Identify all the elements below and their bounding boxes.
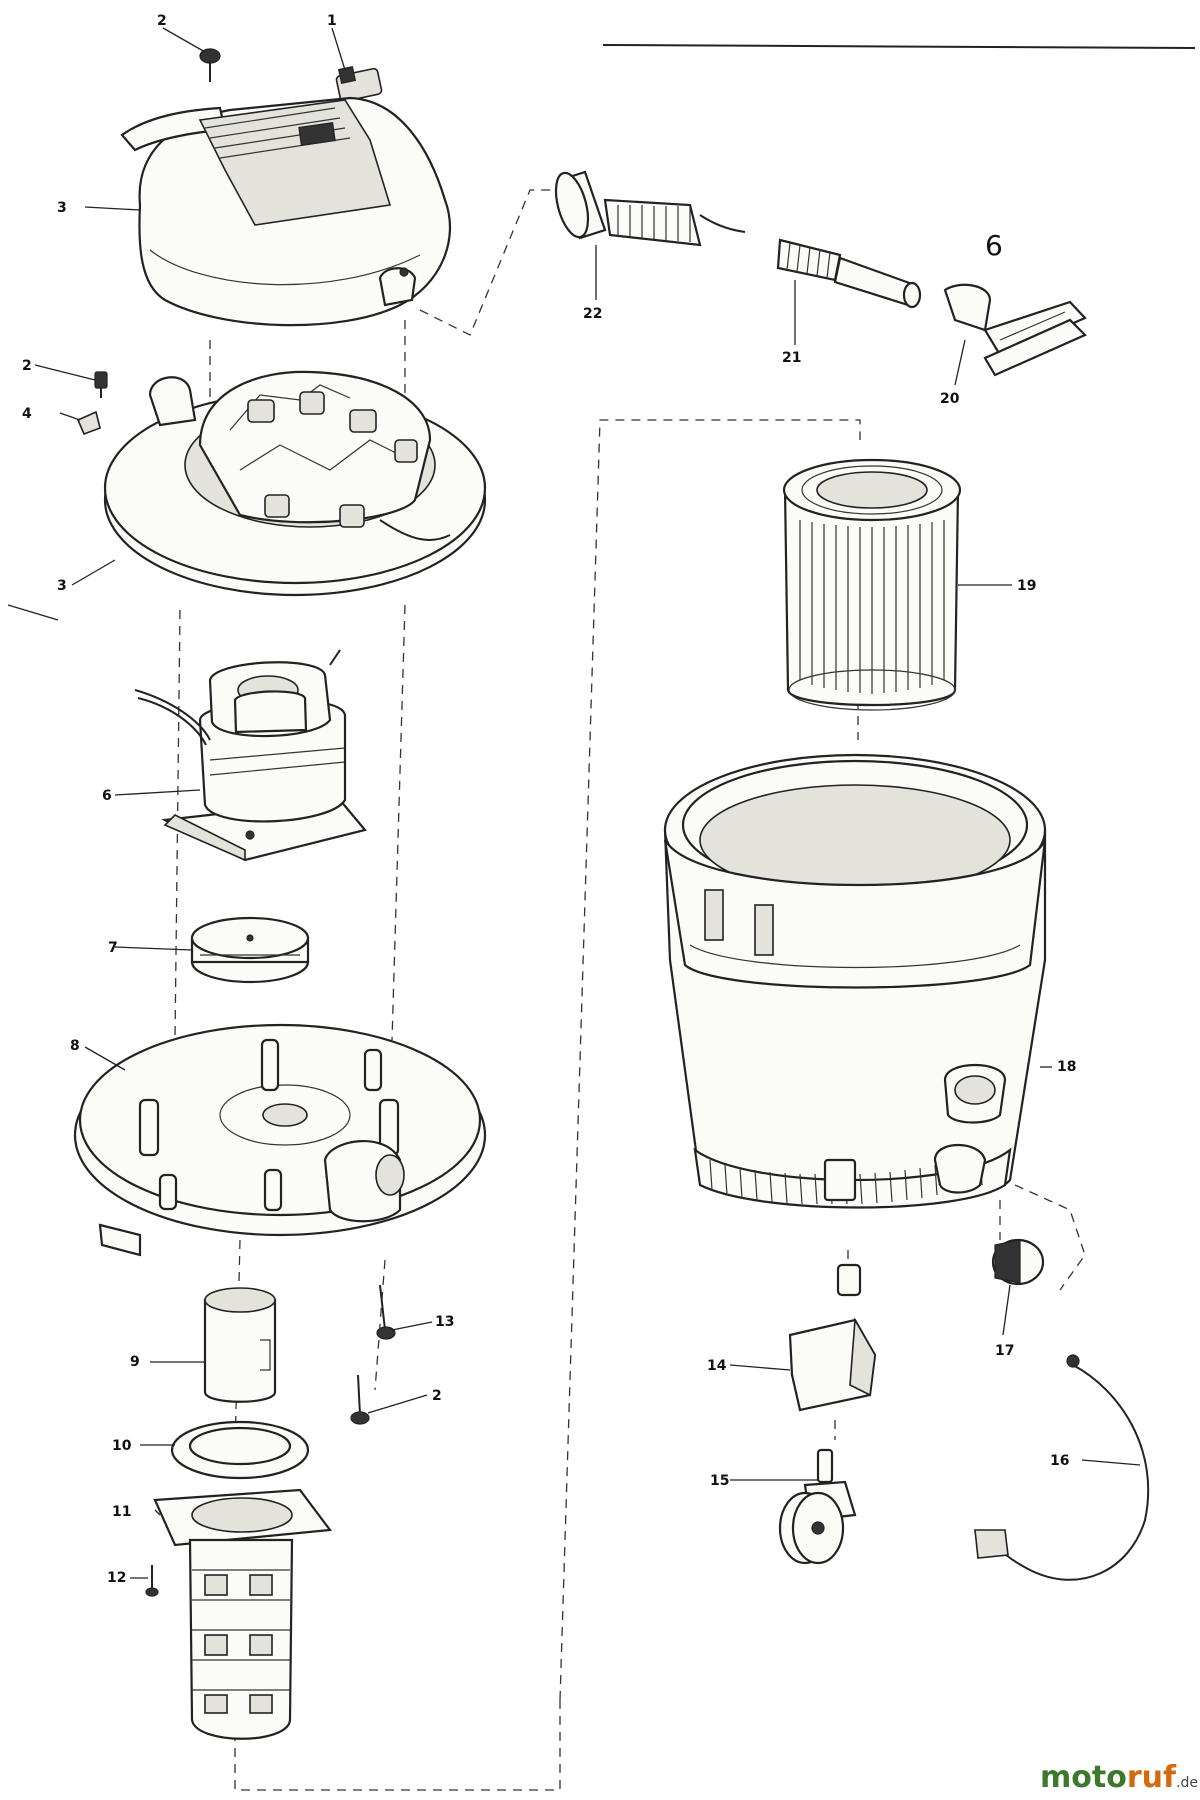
part-drain-cap — [991, 1238, 1045, 1286]
part-clip — [76, 410, 101, 436]
callout-15: 15 — [710, 1473, 729, 1489]
callout-20: 20 — [940, 391, 960, 407]
part-screw-bottom — [350, 1374, 370, 1425]
part-cartridge-filter — [782, 458, 962, 711]
part-motor-plate — [73, 1023, 487, 1257]
callout-3-top: 3 — [57, 200, 67, 216]
part-screw-top — [199, 48, 221, 82]
callout-12: 12 — [107, 1570, 126, 1586]
part-gasket — [170, 1420, 310, 1480]
part-extension-tube — [776, 238, 922, 309]
callout-labels: 2 1 3 2 4 3 6 7 8 9 13 2 10 11 12 22 21 … — [22, 13, 1076, 1586]
watermark-part-b: ruf — [1127, 1760, 1177, 1795]
part-hose — [554, 170, 746, 247]
callout-16: 16 — [1050, 1453, 1069, 1469]
header-rule — [602, 44, 1196, 49]
callout-1: 1 — [327, 13, 337, 29]
part-cage-plate — [153, 1488, 333, 1547]
part-power-cord — [974, 1354, 1150, 1581]
part-drum — [663, 753, 1047, 1209]
watermark-part-a: moto — [1040, 1760, 1127, 1795]
part-motor-cover — [120, 96, 452, 327]
plate-posts — [138, 1038, 400, 1212]
part-filter-cage — [188, 1538, 294, 1740]
part-caster-bracket — [788, 1263, 877, 1412]
watermark-logo: motoruf.de — [1040, 1760, 1198, 1795]
callout-17: 17 — [995, 1343, 1014, 1359]
part-motor — [134, 649, 367, 862]
part-floor-nozzle — [943, 283, 1087, 377]
callout-9: 9 — [130, 1354, 140, 1370]
callout-11: 11 — [112, 1504, 131, 1520]
callout-2-top: 2 — [157, 13, 167, 29]
callout-14: 14 — [707, 1358, 727, 1374]
svg-text:motoruf.de: motoruf.de — [1040, 1760, 1198, 1795]
part-screw-13 — [376, 1284, 396, 1340]
callout-8: 8 — [70, 1038, 80, 1054]
callout-4: 4 — [22, 406, 32, 422]
callout-6: 6 — [102, 788, 112, 804]
callout-2-mid: 2 — [22, 358, 32, 374]
callout-7: 7 — [108, 940, 118, 956]
part-sleeve — [203, 1287, 277, 1403]
part-screw-mid — [94, 371, 108, 398]
part-caster — [778, 1448, 857, 1565]
part-switch — [335, 65, 383, 103]
callout-18: 18 — [1057, 1059, 1076, 1075]
callout-2-bottom: 2 — [432, 1388, 442, 1404]
watermark-suffix: .de — [1176, 1775, 1198, 1791]
callout-13: 13 — [435, 1314, 454, 1330]
callout-22: 22 — [583, 306, 602, 322]
part-screw-12 — [145, 1565, 159, 1597]
callout-19: 19 — [1017, 578, 1036, 594]
callout-21: 21 — [782, 350, 801, 366]
callout-10: 10 — [112, 1438, 132, 1454]
leader-lines — [7, 27, 1141, 1579]
callout-3-mid: 3 — [57, 578, 67, 594]
part-impeller — [190, 916, 310, 984]
part-lid — [103, 370, 487, 597]
callout-handwritten-6: 6 — [985, 229, 1003, 262]
